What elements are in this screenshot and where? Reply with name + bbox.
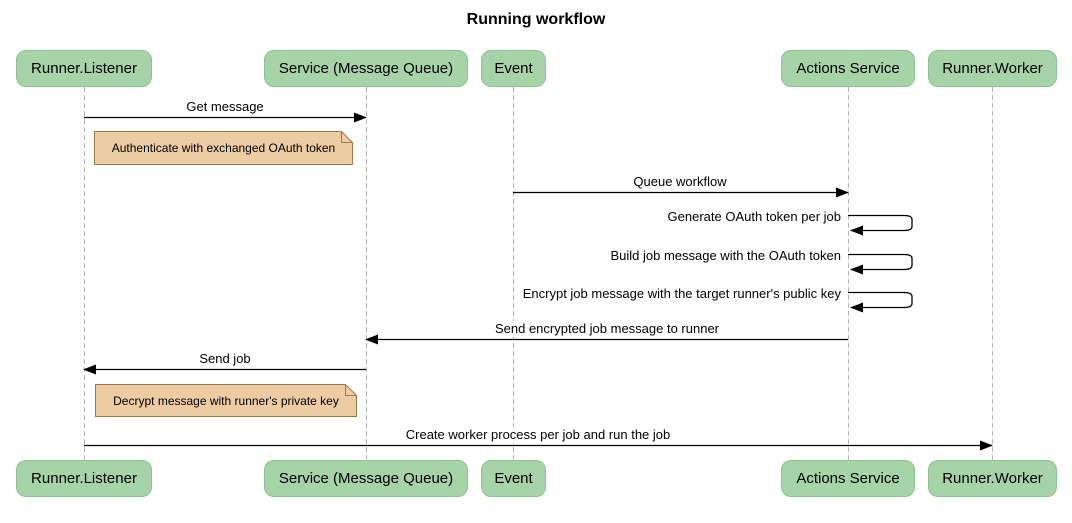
message-label-build-job-message: Build job message with the OAuth token xyxy=(608,248,843,264)
participant-actions-service-top: Actions Service xyxy=(781,50,915,87)
participant-event-bottom: Event xyxy=(481,460,546,497)
note-authenticate: Authenticate with exchanged OAuth token xyxy=(111,141,336,155)
note-decrypt: Decrypt message with runner's private ke… xyxy=(113,393,339,408)
selfloop-build-job-message xyxy=(848,253,913,275)
participant-actions-service-bottom: Actions Service xyxy=(781,460,915,497)
message-label-encrypt-job-message: Encrypt job message with the target runn… xyxy=(520,286,843,302)
participant-label: Actions Service xyxy=(796,60,900,77)
message-label-queue-workflow: Queue workflow xyxy=(631,174,729,190)
message-label-get-message: Get message xyxy=(184,99,266,115)
note-decrypt-fold-icon xyxy=(345,384,357,396)
participant-label: Actions Service xyxy=(796,470,900,487)
participant-label: Runner.Worker xyxy=(942,60,1043,77)
note-decrypt-shape xyxy=(95,384,357,417)
participant-runner-listener-bottom: Runner.Listener xyxy=(16,460,152,497)
participant-label: Runner.Worker xyxy=(942,470,1043,487)
participant-service-message-queue-bottom: Service (Message Queue) xyxy=(264,460,468,497)
participant-runner-worker-top: Runner.Worker xyxy=(928,50,1057,87)
participant-event-top: Event xyxy=(481,50,546,87)
participant-label: Runner.Listener xyxy=(31,470,137,487)
message-label-generate-oauth-token: Generate OAuth token per job xyxy=(665,209,843,225)
participant-label: Service (Message Queue) xyxy=(278,470,454,487)
note-authenticate-fold-icon xyxy=(341,131,353,143)
participant-label: Event xyxy=(494,470,533,487)
message-label-send-encrypted-job-message: Send encrypted job message to runner xyxy=(492,321,722,337)
participant-runner-listener-top: Runner.Listener xyxy=(16,50,152,87)
message-label-create-worker-process: Create worker process per job and run th… xyxy=(403,427,673,443)
participant-label: Event xyxy=(494,60,533,77)
selfloop-generate-oauth-token xyxy=(848,214,913,236)
participant-label: Service (Message Queue) xyxy=(278,60,454,77)
participant-service-message-queue-top: Service (Message Queue) xyxy=(264,50,468,87)
participant-runner-worker-bottom: Runner.Worker xyxy=(928,460,1057,497)
participant-label: Runner.Listener xyxy=(31,60,137,77)
diagram-title: Running workflow xyxy=(466,11,606,28)
note-authenticate-shape xyxy=(94,131,353,165)
selfloop-encrypt-job-message xyxy=(848,291,913,313)
message-label-send-job: Send job xyxy=(197,351,253,367)
